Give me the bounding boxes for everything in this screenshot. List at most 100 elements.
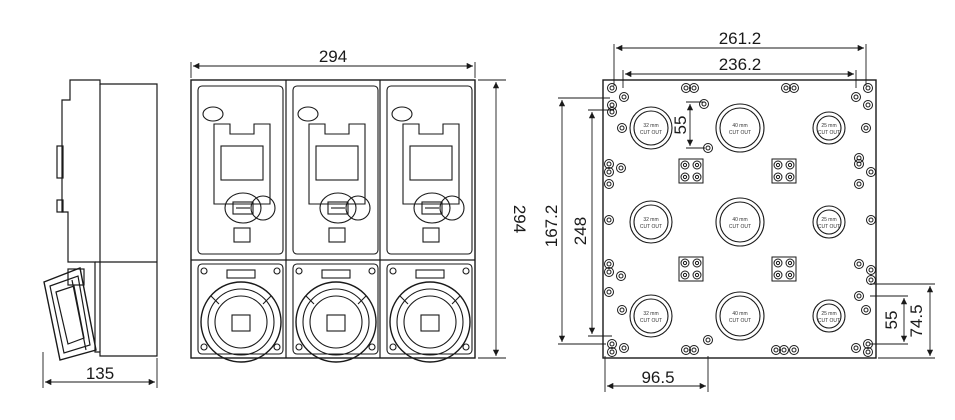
back-right-spacing-dimension: 55	[870, 295, 908, 345]
mounting-hole	[604, 179, 614, 189]
mounting-hole	[616, 163, 626, 173]
mounting-hole	[689, 345, 699, 355]
side-view	[43, 79, 158, 361]
mounting-hole	[607, 107, 617, 117]
cutout-caption: CUT OUT	[729, 130, 751, 136]
front-module	[386, 85, 473, 363]
mounting-hole	[781, 83, 791, 93]
mounting-hole	[866, 167, 876, 177]
mounting-hole	[854, 291, 864, 301]
mounting-hole	[607, 83, 617, 93]
mounting-hole	[604, 287, 614, 297]
mounting-hole	[861, 123, 871, 133]
mounting-hole	[607, 347, 617, 357]
front-height-label: 294	[510, 205, 529, 233]
cutout-size: 25 mm	[821, 217, 836, 223]
hole-cluster	[771, 158, 797, 184]
back-bottom-offset-label: 96.5	[641, 368, 674, 387]
mounting-hole	[863, 347, 873, 357]
cutout-size: 40 mm	[732, 217, 747, 223]
back-right-offset-label: 74.5	[907, 304, 926, 337]
side-width-dimension: 135	[42, 352, 158, 388]
cutout-caption: CUT OUT	[640, 130, 662, 136]
mounting-hole	[699, 99, 709, 109]
back-inner-height-label: 248	[571, 217, 590, 245]
mounting-hole	[617, 305, 627, 315]
hole-cluster	[678, 256, 704, 282]
mounting-hole	[604, 215, 614, 225]
front-width-label: 294	[319, 47, 347, 66]
mounting-hole	[863, 100, 873, 110]
back-inner-width-label: 236.2	[719, 55, 762, 74]
cutout-size: 32 mm	[643, 217, 658, 223]
mounting-hole	[851, 92, 861, 102]
mounting-hole	[619, 343, 629, 353]
mounting-hole	[789, 345, 799, 355]
side-socket	[43, 267, 97, 361]
mounting-hole	[771, 345, 781, 355]
back-outer-width-dimension: 261.2	[613, 29, 867, 86]
mounting-hole	[854, 179, 864, 189]
mounting-hole	[689, 83, 699, 93]
hole-cluster	[771, 256, 797, 282]
cutout-caption: CUT OUT	[640, 224, 662, 230]
cutout-size: 25 mm	[821, 123, 836, 129]
mounting-hole	[866, 215, 876, 225]
back-outer-width-label: 261.2	[719, 29, 762, 48]
front-module	[197, 85, 284, 363]
back-outline	[602, 79, 877, 359]
hole-cluster	[678, 158, 704, 184]
mounting-hole	[604, 267, 614, 277]
mounting-hole	[866, 265, 876, 275]
cutout-size: 25 mm	[821, 311, 836, 317]
front-outline	[190, 79, 476, 359]
back-bottom-offset-dimension: 96.5	[604, 356, 709, 392]
back-outer-height-label: 167.2	[542, 205, 561, 248]
cutout-caption: CUT OUT	[729, 224, 751, 230]
back-right-spacing-label: 55	[882, 311, 901, 330]
mounting-hole	[779, 345, 789, 355]
front-view	[190, 79, 476, 363]
cutout-size: 40 mm	[732, 311, 747, 317]
back-hole-spacing-dimension: 55	[671, 101, 705, 149]
front-height-dimension: 294	[478, 79, 529, 359]
mounting-hole	[604, 159, 614, 169]
mounting-hole	[861, 305, 871, 315]
mounting-hole	[866, 275, 876, 285]
cutout-size: 40 mm	[732, 123, 747, 129]
back-inner-height-dimension: 248	[571, 109, 614, 337]
cutout-caption: CUT OUT	[818, 130, 840, 136]
cutout-size: 32 mm	[643, 311, 658, 317]
mounting-hole	[604, 167, 614, 177]
back-hole-spacing-label: 55	[671, 116, 690, 135]
mounting-hole	[854, 259, 864, 269]
mounting-hole	[681, 83, 691, 93]
cutout-caption: CUT OUT	[818, 318, 840, 324]
cutout-size: 32 mm	[643, 123, 658, 129]
mounting-hole	[681, 345, 691, 355]
mounting-hole	[607, 339, 617, 349]
back-right-offset-dimension: 74.5	[870, 283, 935, 359]
mounting-hole	[616, 271, 626, 281]
side-view-body	[61, 79, 158, 357]
cutout-caption: CUT OUT	[640, 318, 662, 324]
mounting-hole	[863, 83, 873, 93]
side-width-label: 135	[86, 364, 114, 383]
mounting-hole	[703, 335, 713, 345]
front-module	[292, 85, 379, 363]
cutout-caption: CUT OUT	[818, 224, 840, 230]
mounting-hole	[789, 83, 799, 93]
cutout-caption: CUT OUT	[729, 318, 751, 324]
mounting-hole	[851, 343, 861, 353]
